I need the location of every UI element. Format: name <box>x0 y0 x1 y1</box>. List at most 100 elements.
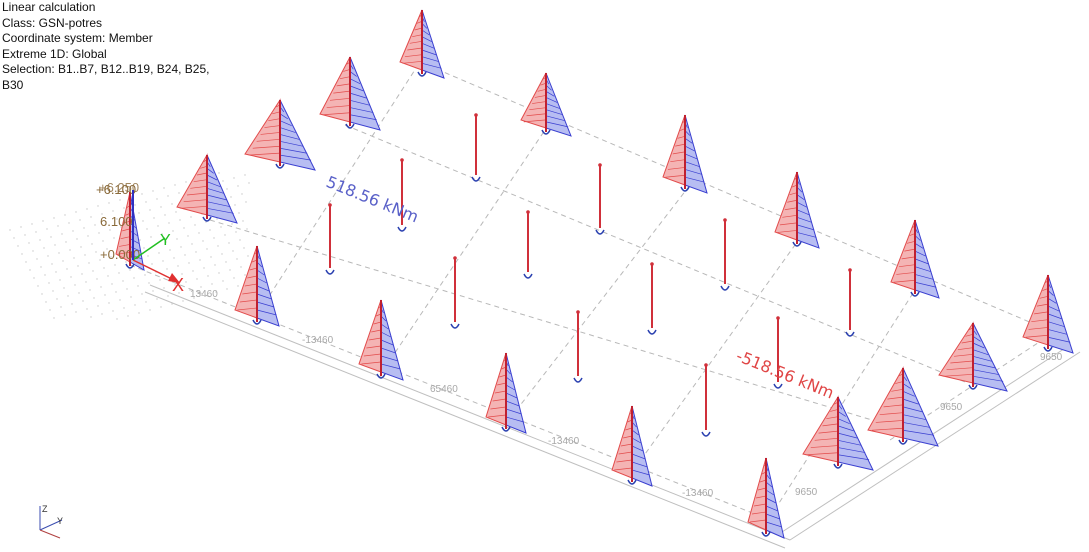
hatch-line <box>545 91 555 97</box>
node-dot <box>64 314 66 316</box>
moment-negative-part <box>765 457 785 539</box>
hatch-line <box>505 400 520 407</box>
columns[interactable] <box>325 113 855 437</box>
node-dot <box>171 203 173 205</box>
hatch-line <box>972 362 996 369</box>
node-dot <box>146 228 148 230</box>
node-dot <box>114 264 116 266</box>
node-dot <box>69 249 71 251</box>
node-dot <box>75 211 77 213</box>
node-dot <box>178 192 180 194</box>
column-top-node <box>453 256 457 260</box>
node-dot <box>187 235 189 237</box>
hatch-line <box>123 220 131 224</box>
node-dot <box>63 287 65 289</box>
node-dot <box>222 280 224 282</box>
column-top-node <box>328 203 332 207</box>
support-icon <box>720 285 730 291</box>
moment-positive-part <box>747 457 767 531</box>
node-dot <box>126 288 128 290</box>
node-dot <box>150 236 152 238</box>
node-dot <box>57 225 59 227</box>
node-dot <box>234 204 236 206</box>
hatch-line <box>534 95 547 98</box>
hatch-line <box>765 521 783 528</box>
node-dot <box>123 207 125 209</box>
hatch-line <box>268 118 281 122</box>
hatch-line <box>837 411 846 417</box>
hatch-line <box>902 398 919 405</box>
column-top-node <box>576 310 580 314</box>
node-dot <box>137 285 139 287</box>
hatch-line <box>787 199 798 203</box>
node-dot <box>133 277 135 279</box>
hatch-line <box>902 414 927 421</box>
hatch-line <box>129 246 142 252</box>
hatch-line <box>620 443 633 447</box>
node-dot <box>97 205 99 207</box>
moment-diagrams[interactable] <box>115 9 1074 539</box>
node-dot <box>60 306 62 308</box>
node-dot <box>174 184 176 186</box>
hatch-line <box>631 437 642 444</box>
column-top-node <box>650 262 654 266</box>
hatch-line <box>893 279 916 283</box>
node-dot <box>149 309 151 311</box>
node-dot <box>180 246 182 248</box>
hatch-line <box>972 355 992 362</box>
moment-positive-part <box>890 219 916 291</box>
hatch-line <box>264 125 281 128</box>
node-dot <box>56 298 58 300</box>
hatch-line <box>279 127 296 133</box>
moment-negative-part <box>684 114 708 194</box>
node-dot <box>240 266 242 268</box>
node-dot <box>178 292 180 294</box>
support-icon <box>325 269 335 275</box>
hatch-line <box>837 418 850 424</box>
hatch-line <box>488 414 507 418</box>
node-dot <box>218 172 220 174</box>
node-dot <box>32 250 34 252</box>
node-dot <box>64 214 66 216</box>
dim-label: 9650 <box>940 402 963 413</box>
info-calc-type: Linear calculation <box>2 0 96 14</box>
dim-label: 9650 <box>1040 352 1063 363</box>
level-label-base: +0.000 <box>100 247 140 262</box>
hatch-line <box>751 511 767 515</box>
info-coordinate-system: Coordinate system: Member <box>2 31 153 45</box>
node-dot <box>108 202 110 204</box>
hatch-line <box>961 340 974 344</box>
node-dot <box>169 249 171 251</box>
node-dot <box>166 268 168 270</box>
support-icon <box>898 439 908 445</box>
hatch-line <box>684 169 703 175</box>
node-dot <box>141 293 143 295</box>
node-dot <box>167 295 169 297</box>
hatch-line <box>902 429 935 436</box>
hatch-line <box>409 40 423 44</box>
node-dot <box>90 316 92 318</box>
hatch-line <box>183 199 208 203</box>
node-dot <box>163 187 165 189</box>
node-dot <box>79 219 81 221</box>
node-dot <box>138 312 140 314</box>
node-dot <box>72 230 74 232</box>
node-dot <box>145 201 147 203</box>
node-dot <box>74 284 76 286</box>
node-dot <box>48 282 50 284</box>
node-dot <box>134 204 136 206</box>
node-dot <box>134 304 136 306</box>
node-dot <box>87 235 89 237</box>
node-dot <box>37 285 39 287</box>
hatch-line <box>883 404 904 408</box>
hatch-line <box>914 258 929 265</box>
hatch-line <box>206 187 224 194</box>
hatch-line <box>895 381 904 384</box>
hatch-line <box>368 337 382 341</box>
support-icon <box>376 373 386 379</box>
node-dot <box>125 261 127 263</box>
node-dot <box>61 233 63 235</box>
hatch-line <box>677 135 686 139</box>
support-icon <box>792 241 802 247</box>
